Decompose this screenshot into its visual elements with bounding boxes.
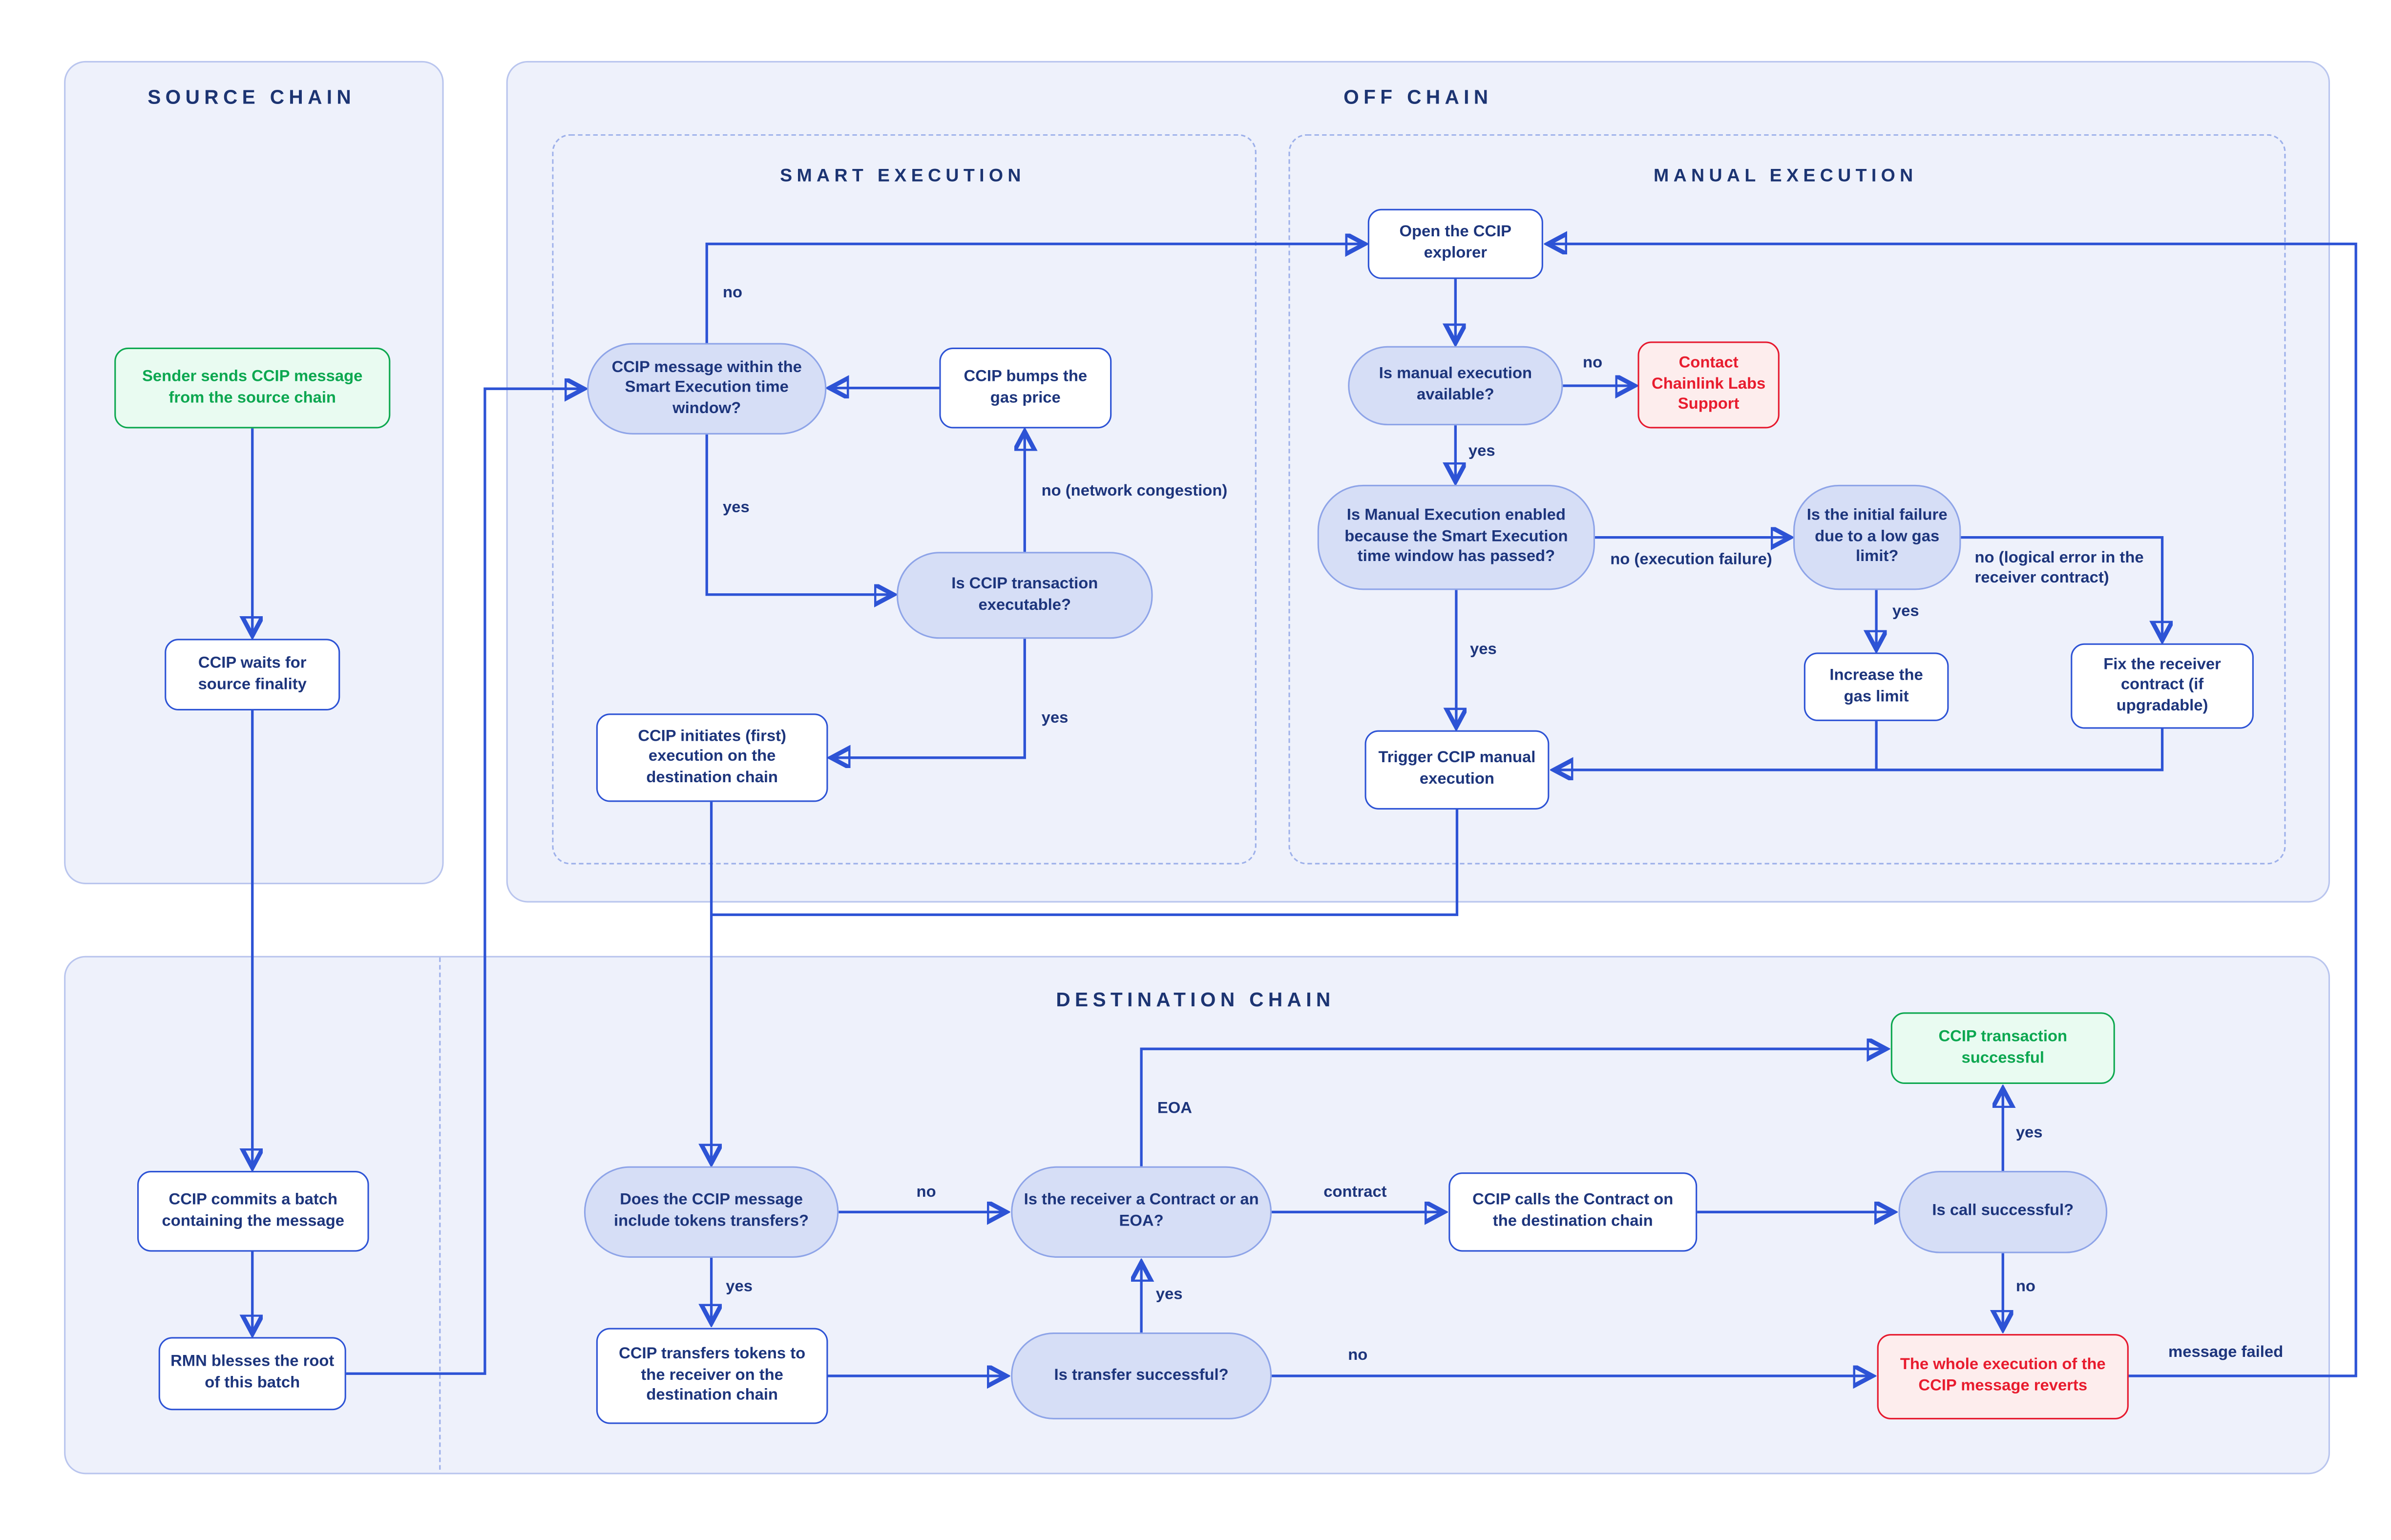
node-open-explorer: Open the CCIP explorer (1367, 208, 1543, 279)
node-increase-gas: Increase the gas limit (1804, 652, 1949, 721)
edge-label-yes-transfer: yes (1155, 1285, 1183, 1304)
edge-label-no-congestion: no (network congestion) (1041, 481, 1228, 500)
edge-label-no-exec-failure: no (execution failure) (1610, 550, 1772, 569)
node-tx-successful: CCIP transaction successful (1890, 1012, 2115, 1084)
node-ccip-initiates: CCIP initiates (first) execution on the … (596, 713, 828, 802)
node-contact-support: Contact Chainlink Labs Support (1637, 341, 1780, 429)
edge-label-no-manual: no (1583, 354, 1603, 372)
node-ccip-commits: CCIP commits a batch containing the mess… (137, 1171, 369, 1252)
edge-label-yes-tokens: yes (726, 1277, 753, 1296)
edge-label-yes-window: yes (723, 499, 750, 517)
edge-label-yes-call: yes (2015, 1124, 2043, 1142)
edge-label-message-failed: message failed (2168, 1343, 2284, 1362)
node-ccip-calls-contract: CCIP calls the Contract on the destinati… (1448, 1172, 1698, 1252)
edge-label-contract: contract (1323, 1183, 1387, 1202)
decision-manual-enabled: Is Manual Execution enabled because the … (1317, 484, 1595, 590)
edge-label-yes-low-gas: yes (1892, 602, 1919, 621)
node-ccip-waits: CCIP waits for source finality (165, 639, 340, 711)
panel-title-off-chain: OFF CHAIN (1343, 85, 1493, 108)
decision-transfer-successful: Is transfer successful? (1011, 1332, 1272, 1419)
panel-title-source-chain: SOURCE CHAIN (147, 85, 356, 108)
node-execution-reverts: The whole execution of the CCIP message … (1877, 1334, 2129, 1419)
edge-label-no-call: no (2015, 1277, 2035, 1296)
edge-label-eoa: EOA (1157, 1099, 1192, 1118)
decision-low-gas-limit: Is the initial failure due to a low gas … (1793, 484, 1961, 590)
decision-tokens-transfers: Does the CCIP message include tokens tra… (584, 1166, 839, 1258)
node-rmn-blesses: RMN blesses the root of this batch (158, 1337, 346, 1411)
edge-label-yes-executable: yes (1041, 708, 1069, 728)
panel-title-manual-execution: MANUAL EXECUTION (1654, 165, 1918, 186)
node-ccip-transfers-tokens: CCIP transfers tokens to the receiver on… (596, 1328, 828, 1424)
destination-left-column-separator (439, 957, 441, 1470)
decision-manual-available: Is manual execution available? (1348, 346, 1563, 426)
node-fix-receiver: Fix the receiver contract (if upgradable… (2071, 643, 2254, 729)
panel-title-smart-execution: SMART EXECUTION (780, 165, 1026, 186)
decision-smart-window: CCIP message within the Smart Execution … (587, 343, 827, 435)
edge-label-no-logical-error: no (logical error in the receiver contra… (1974, 549, 2144, 587)
edge-label-no-tokens: no (916, 1183, 936, 1202)
decision-executable: Is CCIP transaction executable? (896, 552, 1153, 639)
decision-call-successful: Is call successful? (1898, 1171, 2108, 1253)
node-ccip-bumps: CCIP bumps the gas price (939, 347, 1112, 429)
decision-receiver-type: Is the receiver a Contract or an EOA? (1011, 1166, 1272, 1258)
edge-label-yes-manual: yes (1468, 442, 1495, 460)
edge-label-yes-enabled: yes (1469, 640, 1497, 659)
edge-label-no-window: no (723, 283, 743, 302)
edge-label-no-transfer: no (1348, 1346, 1368, 1365)
panel-title-destination-chain: DESTINATION CHAIN (1056, 988, 1335, 1011)
panel-source-chain (64, 61, 444, 884)
node-sender-sends: Sender sends CCIP message from the sourc… (114, 347, 391, 429)
node-trigger-manual: Trigger CCIP manual execution (1364, 730, 1550, 810)
